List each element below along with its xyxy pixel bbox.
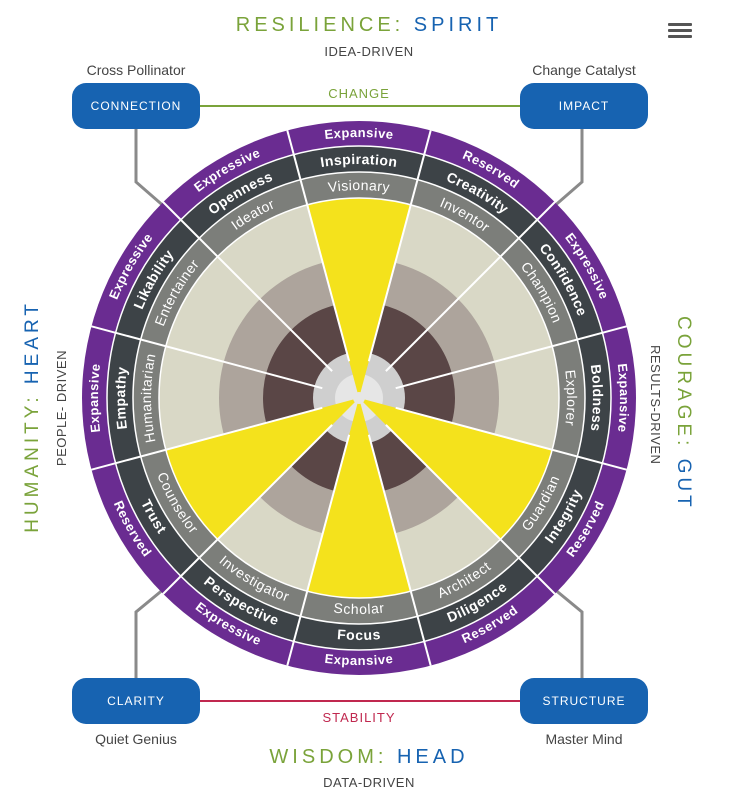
segment-divider <box>162 201 333 372</box>
style-label: Expansive <box>324 125 395 142</box>
highlight-wedge <box>363 399 553 540</box>
top-subtitle: IDEA-DRIVEN <box>324 44 414 59</box>
right-title-a: COURAGE: <box>673 316 694 450</box>
structure-caption: Master Mind <box>545 731 623 747</box>
bottom-title-a: WISDOM: <box>269 746 388 768</box>
style-label: Expansive <box>324 651 394 668</box>
top-heading: RESILIENCE: SPIRIT <box>0 14 738 37</box>
bottom-subtitle: DATA-DRIVEN <box>323 775 415 790</box>
segment-divider <box>367 434 432 666</box>
right-title-b: GUT <box>673 458 694 511</box>
segment-divider <box>395 325 627 390</box>
segment-divider <box>367 130 432 362</box>
segment-divider <box>286 434 351 666</box>
trait-label: Boldness <box>588 363 606 432</box>
type-label: Visionary <box>327 177 391 195</box>
bottom-title-b: HEAD <box>396 746 469 768</box>
segment-divider <box>385 201 556 372</box>
top-title-b: SPIRIT <box>413 14 503 36</box>
top-title-a: RESILIENCE: <box>235 14 405 36</box>
structure-button[interactable]: STRUCTURE <box>520 678 648 724</box>
segment-divider <box>162 424 333 595</box>
segment-divider <box>385 424 556 595</box>
style-label: Expansive <box>86 363 103 434</box>
connection-button[interactable]: CONNECTION <box>72 83 200 129</box>
trait-label: Focus <box>337 626 382 643</box>
style-label: Expansive <box>614 363 631 434</box>
type-label: Humanitarian <box>138 352 159 444</box>
clarity-caption: Quiet Genius <box>95 731 177 747</box>
hamburger-menu-icon[interactable] <box>668 20 692 40</box>
trait-label: Empathy <box>112 366 130 431</box>
trait-label: Inspiration <box>319 151 399 170</box>
stability-label: STABILITY <box>322 710 396 725</box>
bottom-heading: WISDOM: HEAD <box>0 746 738 769</box>
clarity-button[interactable]: CLARITY <box>72 678 200 724</box>
segment-divider <box>395 406 627 471</box>
type-label: Scholar <box>333 599 385 617</box>
impact-button[interactable]: IMPACT <box>520 83 648 129</box>
right-heading: COURAGE: GUT <box>672 316 694 511</box>
right-subtitle: RESULTS-DRIVEN <box>648 345 663 465</box>
ring-border <box>158 197 560 599</box>
change-label: CHANGE <box>328 86 390 101</box>
segment-divider <box>91 406 323 471</box>
highlight-wedge <box>307 403 411 598</box>
segment-divider <box>286 130 351 362</box>
connection-caption: Cross Pollinator <box>86 62 186 78</box>
impact-caption: Change Catalyst <box>532 62 636 78</box>
segment-divider <box>91 325 323 390</box>
highlight-wedge <box>165 399 355 540</box>
highlight-wedge <box>307 197 411 393</box>
ring-border <box>106 145 612 651</box>
ring-border <box>132 171 586 625</box>
type-label: Explorer <box>562 369 580 427</box>
